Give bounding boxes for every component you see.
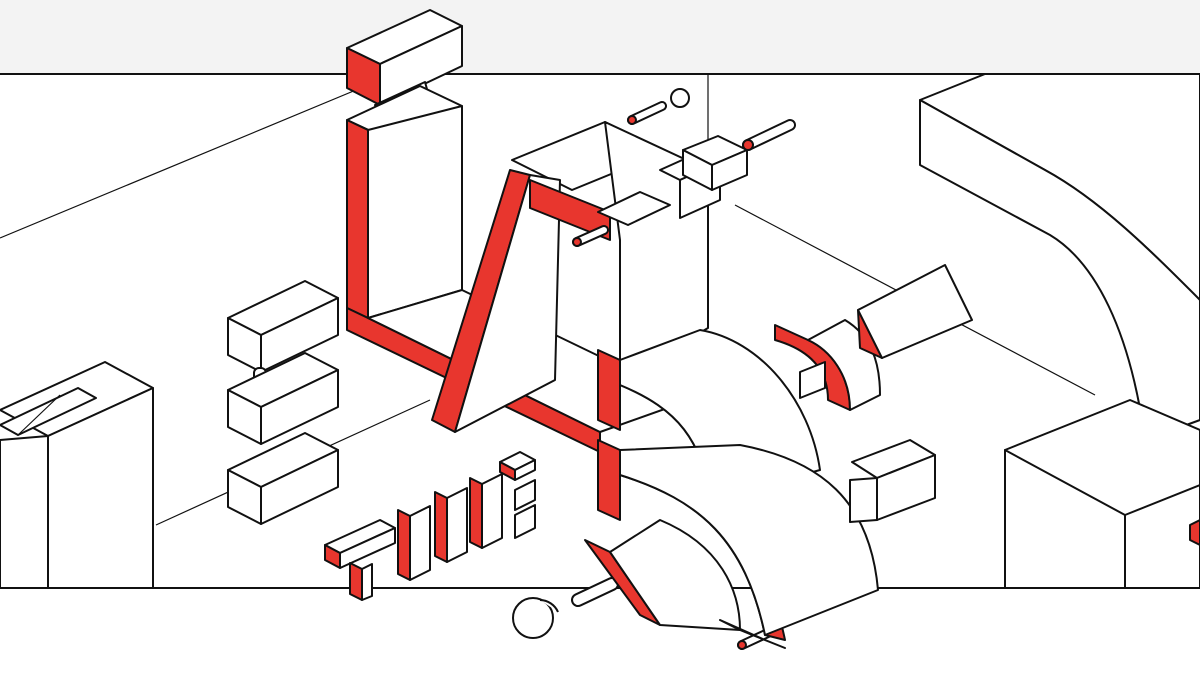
left-box [0,361,154,589]
letter-a [431,121,721,433]
letter-s-curved [584,329,936,649]
quarter-pieces [774,264,973,411]
pipe-icon [742,119,796,151]
top-band [0,0,1200,74]
pins [512,88,796,650]
letters-the [324,451,536,601]
pipe-icon [572,225,609,247]
letter-s-blocks [227,280,339,525]
pipe-icon [627,101,667,125]
pipe-icon [571,577,619,607]
right-structure [919,73,1200,589]
ring-icon [512,597,559,639]
